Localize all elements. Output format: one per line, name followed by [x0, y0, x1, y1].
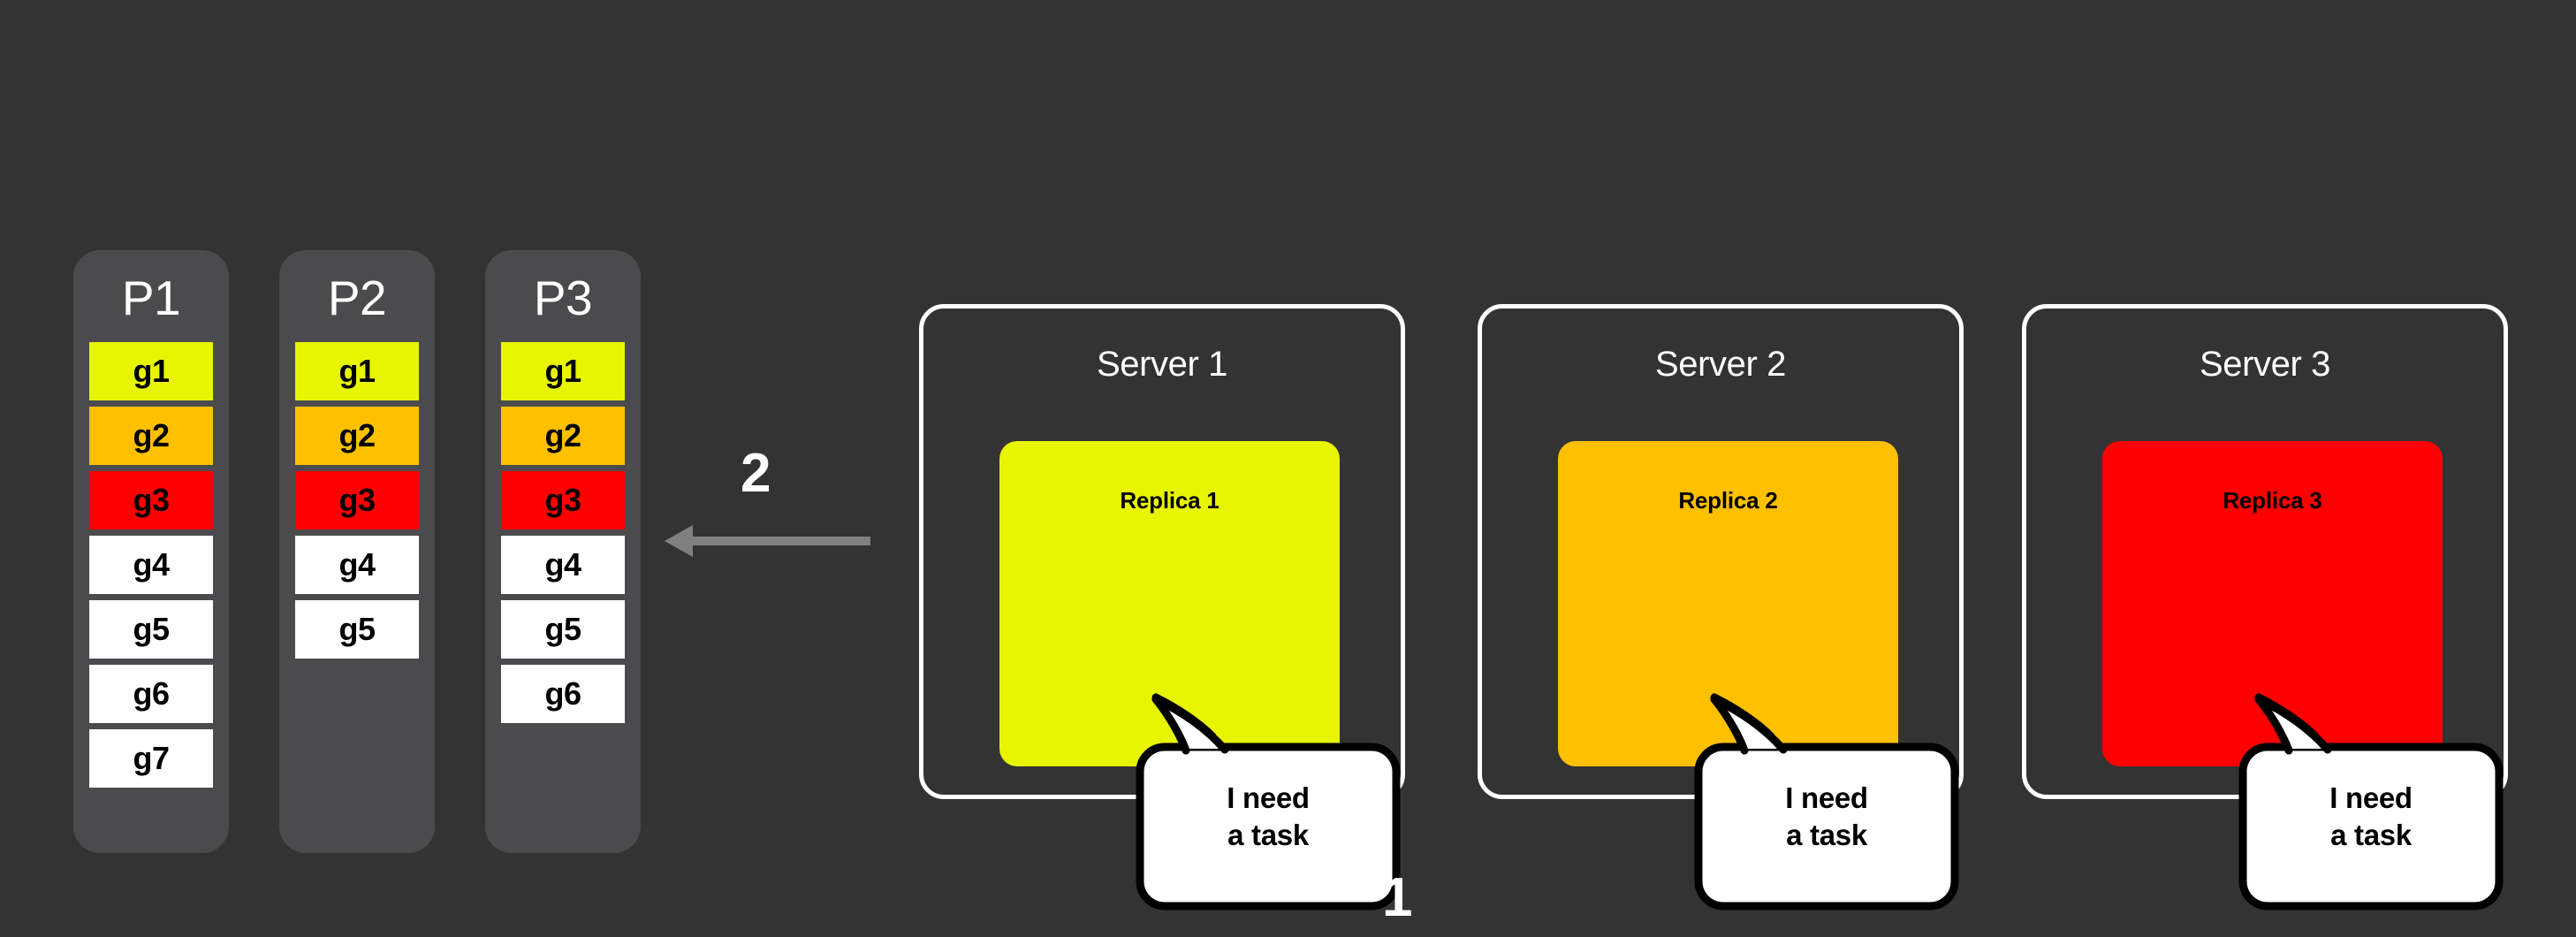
partition-cell: g4	[89, 536, 213, 594]
partition-cell: g2	[295, 407, 419, 465]
partition-cell: g5	[501, 600, 625, 659]
partition-cell: g3	[89, 471, 213, 529]
speech-bubble-text: I need a task	[1227, 781, 1310, 852]
speech-bubble-shape-icon	[1136, 693, 1401, 910]
partition-cell: g3	[295, 471, 419, 529]
speech-bubble-shape-icon	[1694, 693, 1959, 910]
replica-label: Replica 3	[2223, 487, 2322, 514]
partition-cell: g1	[501, 342, 625, 400]
server-title: Server 1	[1097, 345, 1227, 384]
speech-bubble-server-2: I need a task	[1694, 693, 1959, 910]
replica-label: Replica 2	[1678, 487, 1778, 514]
server-title: Server 3	[2200, 345, 2330, 384]
partition-cell: g6	[89, 665, 213, 723]
partition-card-p1: P1 g1 g2 g3 g4 g5 g6 g7	[73, 250, 229, 853]
replica-label: Replica 1	[1120, 487, 1220, 514]
partition-card-p3: P3 g1 g2 g3 g4 g5 g6	[485, 250, 641, 853]
partition-cell: g3	[501, 471, 625, 529]
step-1-label: 1	[1382, 867, 1413, 928]
partition-cell-list: g1 g2 g3 g4 g5 g6	[485, 342, 641, 723]
partition-cell: g4	[295, 536, 419, 594]
speech-bubble-text: I need a task	[1785, 781, 1868, 852]
partition-title: P1	[121, 270, 181, 325]
partition-title: P3	[533, 270, 593, 325]
partition-cell: g1	[89, 342, 213, 400]
partition-cell: g5	[295, 600, 419, 659]
server-title: Server 2	[1655, 345, 1786, 384]
partition-cell: g4	[501, 536, 625, 594]
partition-cell-list: g1 g2 g3 g4 g5	[279, 342, 435, 659]
partition-cell-list: g1 g2 g3 g4 g5 g6 g7	[73, 342, 229, 788]
partition-cell: g2	[89, 407, 213, 465]
partition-cell: g7	[89, 729, 213, 788]
assignment-arrow-line	[689, 537, 870, 545]
speech-bubble-text: I need a task	[2329, 781, 2413, 852]
partition-cell: g5	[89, 600, 213, 659]
partition-cell: g2	[501, 407, 625, 465]
step-2-label: 2	[741, 443, 771, 504]
partition-card-p2: P2 g1 g2 g3 g4 g5	[279, 250, 435, 853]
assignment-arrow-head-icon	[665, 525, 693, 557]
speech-bubble-shape-icon	[2238, 693, 2504, 910]
speech-bubble-server-3: I need a task	[2238, 693, 2504, 910]
partition-cell: g1	[295, 342, 419, 400]
speech-bubble-server-1: I need a task	[1136, 693, 1401, 910]
partition-cell: g6	[501, 665, 625, 723]
partition-title: P2	[327, 270, 387, 325]
